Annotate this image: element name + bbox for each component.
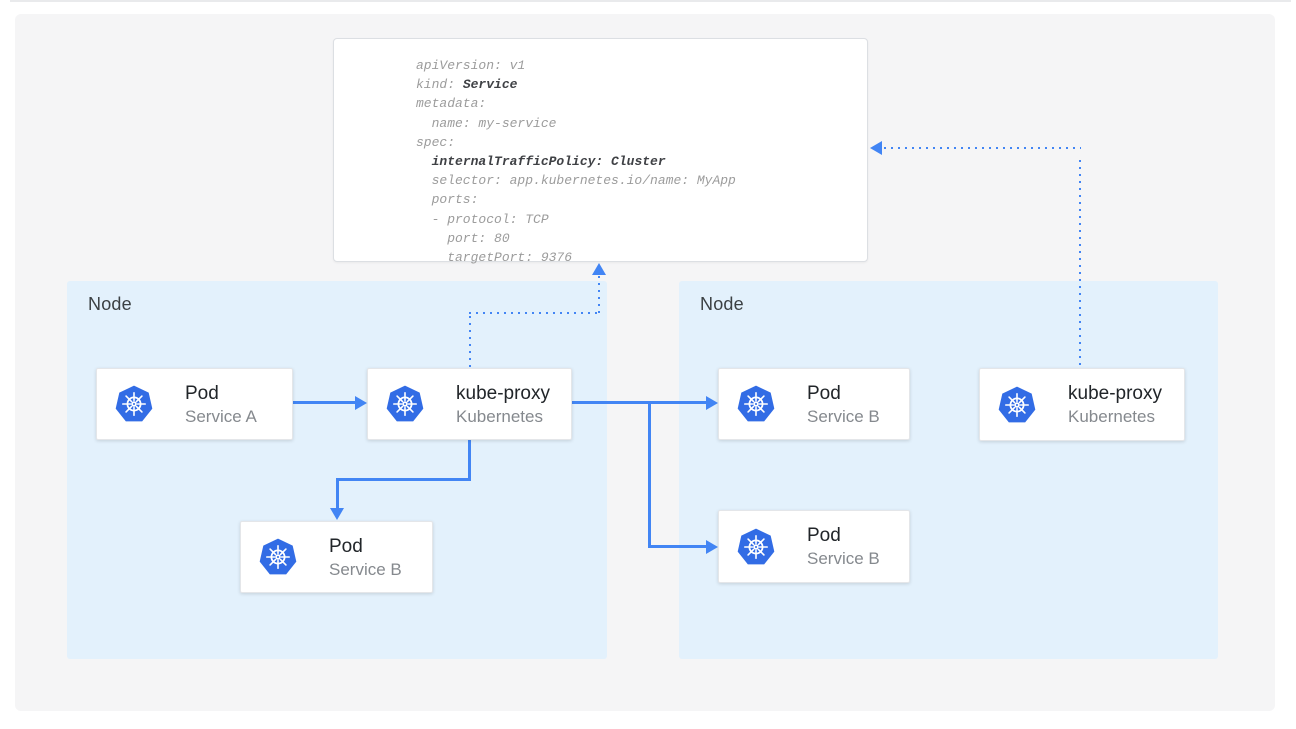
dotted-left-horizontal-line bbox=[469, 312, 600, 314]
card-text: Pod Service B bbox=[807, 523, 880, 570]
dotted-right-horizontal-line bbox=[884, 147, 1081, 149]
yaml-text: spec: bbox=[416, 134, 456, 150]
arrowhead-into-local-pod bbox=[330, 508, 344, 520]
card-text: kube-proxy Kubernetes bbox=[456, 381, 550, 428]
yaml-text: ports: bbox=[416, 192, 479, 208]
card-title: Pod bbox=[329, 535, 363, 557]
yaml-text: targetPort: 9376 bbox=[416, 250, 573, 266]
yaml-line: port: 80 bbox=[416, 229, 867, 248]
yaml-text bbox=[416, 154, 432, 169]
yaml-text: name: my-service bbox=[416, 115, 557, 131]
connector-kube-proxy-to-right-pod-bottom-line bbox=[648, 545, 706, 548]
arrowhead-into-right-pod-top bbox=[706, 396, 718, 410]
card-title: Pod bbox=[807, 382, 841, 404]
connector-pod-a-to-kube-proxy-line bbox=[293, 401, 356, 404]
yaml-line: apiVersion: v1 bbox=[416, 56, 867, 75]
card-subtitle: Service B bbox=[807, 549, 880, 568]
card-subtitle: Service B bbox=[807, 406, 880, 426]
yaml-line: targetPort: 9376 bbox=[416, 248, 867, 267]
connector-branch-down-line bbox=[648, 401, 651, 548]
arrowhead-into-yaml-right bbox=[870, 141, 882, 155]
arrowhead-into-kube-proxy bbox=[355, 396, 367, 410]
yaml-text-bold: internalTrafficPolicy: Cluster bbox=[431, 154, 666, 170]
arrowhead-into-yaml-bottom bbox=[592, 263, 606, 275]
card-title: Pod bbox=[185, 382, 219, 404]
yaml-line: selector: app.kubernetes.io/name: MyApp bbox=[416, 171, 867, 190]
card-subtitle: Service B bbox=[329, 559, 402, 579]
service-yaml-card: apiVersion: v1 kind: Service metadata: n… bbox=[333, 38, 868, 265]
kubernetes-logo-icon bbox=[736, 384, 776, 424]
yaml-text: apiVersion: v1 bbox=[416, 58, 526, 73]
card-title: kube-proxy bbox=[456, 382, 550, 404]
yaml-line: internalTrafficPolicy: Cluster bbox=[416, 152, 867, 171]
pod-card-service-b-right-bottom: Pod Service B bbox=[718, 510, 910, 583]
yaml-line: spec: bbox=[416, 133, 867, 152]
pod-card-service-b-right-top: Pod Service B bbox=[718, 368, 910, 440]
kubernetes-logo-icon bbox=[736, 527, 776, 567]
card-subtitle: Service A bbox=[185, 406, 257, 426]
card-text: Pod Service B bbox=[329, 534, 402, 581]
card-title: kube-proxy bbox=[1068, 383, 1162, 404]
connector-kube-proxy-down-line bbox=[468, 440, 471, 481]
node-box-left: Node bbox=[67, 281, 607, 659]
kubernetes-logo-icon bbox=[997, 385, 1037, 425]
card-text: Pod Service B bbox=[807, 381, 880, 428]
kubernetes-logo-icon bbox=[385, 384, 425, 424]
node-label: Node bbox=[88, 294, 132, 314]
yaml-line: metadata: bbox=[416, 94, 867, 113]
dotted-left-kube-proxy-up-line bbox=[469, 316, 471, 369]
connector-kube-proxy-left-line bbox=[336, 478, 471, 481]
arrowhead-into-right-pod-bottom bbox=[706, 540, 718, 554]
card-subtitle: Kubernetes bbox=[456, 406, 543, 426]
yaml-text: port: 80 bbox=[416, 230, 510, 246]
connector-into-local-pod-line bbox=[336, 481, 339, 508]
kube-proxy-card-left: kube-proxy Kubernetes bbox=[367, 368, 572, 440]
kubernetes-logo-icon bbox=[114, 384, 154, 424]
node-label: Node bbox=[700, 294, 744, 314]
card-subtitle: Kubernetes bbox=[1068, 407, 1155, 426]
dotted-right-kube-proxy-up-line bbox=[1079, 160, 1081, 367]
card-text: Pod Service A bbox=[185, 381, 257, 428]
yaml-text-bold: Service bbox=[462, 77, 518, 93]
connector-kube-proxy-to-right-pod-top-line bbox=[572, 401, 706, 404]
pod-card-service-b-left: Pod Service B bbox=[240, 521, 433, 593]
card-text: kube-proxy Kubernetes bbox=[1068, 381, 1162, 428]
yaml-line: - protocol: TCP bbox=[416, 210, 867, 229]
pod-card-service-a: Pod Service A bbox=[96, 368, 293, 440]
kubernetes-logo-icon bbox=[258, 537, 298, 577]
kube-proxy-card-right: kube-proxy Kubernetes bbox=[979, 368, 1185, 441]
yaml-line: name: my-service bbox=[416, 114, 867, 133]
card-title: Pod bbox=[807, 525, 841, 546]
top-divider-line bbox=[10, 0, 1291, 2]
yaml-line: kind: Service bbox=[416, 75, 867, 94]
yaml-text: selector: app.kubernetes.io/name: MyApp bbox=[416, 173, 736, 189]
yaml-line: ports: bbox=[416, 190, 867, 209]
yaml-text: - protocol: TCP bbox=[416, 211, 549, 227]
dotted-left-up-to-yaml-line bbox=[598, 276, 600, 313]
node-box-right: Node bbox=[679, 281, 1218, 659]
yaml-text: metadata: bbox=[416, 96, 487, 112]
yaml-text: kind: bbox=[416, 77, 463, 93]
